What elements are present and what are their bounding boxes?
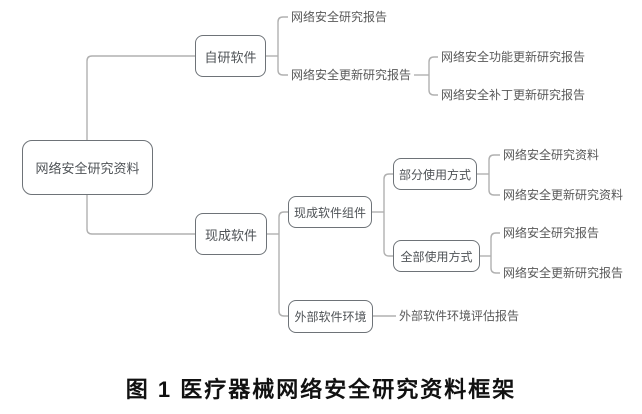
root-node-cybersecurity-research-materials: 网络安全研究资料 <box>22 140 153 195</box>
branch-full-use-mode: 全部使用方式 <box>393 240 480 272</box>
leaf-external-env-evaluation-report: 外部软件环境评估报告 <box>399 309 520 323</box>
leaf-full-update-research-report: 网络安全更新研究报告 <box>503 266 624 280</box>
branch-off-the-shelf-software: 现成软件 <box>195 213 267 255</box>
connector-off-the-shelf-down <box>278 234 288 317</box>
connector-partial-use-down <box>488 174 500 196</box>
leaf-self-update-research-report: 网络安全更新研究报告 <box>291 68 412 82</box>
branch-external-software-environment: 外部软件环境 <box>288 300 373 333</box>
connector-update-report-up <box>428 56 438 75</box>
connector-ots-component-down <box>383 212 393 257</box>
connector-root-to-off-the-shelf <box>86 195 195 235</box>
connector-self-developed-up <box>277 16 288 56</box>
branch-self-developed-software: 自研软件 <box>195 35 266 77</box>
leaf-self-research-report: 网络安全研究报告 <box>291 10 388 24</box>
connector-full-use-down <box>490 256 500 274</box>
leaf-partial-research-materials: 网络安全研究资料 <box>503 148 600 162</box>
leaf-partial-update-research-materials: 网络安全更新研究资料 <box>503 188 624 202</box>
branch-ots-software-component: 现成软件组件 <box>288 196 372 228</box>
figure-caption: 图 1 医疗器械网络安全研究资料框架 <box>125 377 517 402</box>
connector-partial-use-up <box>488 154 500 174</box>
connector-update-report-down <box>428 75 438 96</box>
connector-full-use-up <box>490 232 500 256</box>
connector-off-the-shelf-up <box>278 211 288 234</box>
leaf-full-research-report: 网络安全研究报告 <box>503 226 600 240</box>
connector-root-to-self-developed <box>86 55 195 140</box>
branch-partial-use-mode: 部分使用方式 <box>393 158 477 190</box>
connector-self-developed-down <box>277 56 288 76</box>
leaf-patch-update-research-report: 网络安全补丁更新研究报告 <box>441 88 586 102</box>
connector-ots-component-up <box>383 173 393 212</box>
leaf-function-update-research-report: 网络安全功能更新研究报告 <box>441 50 586 64</box>
